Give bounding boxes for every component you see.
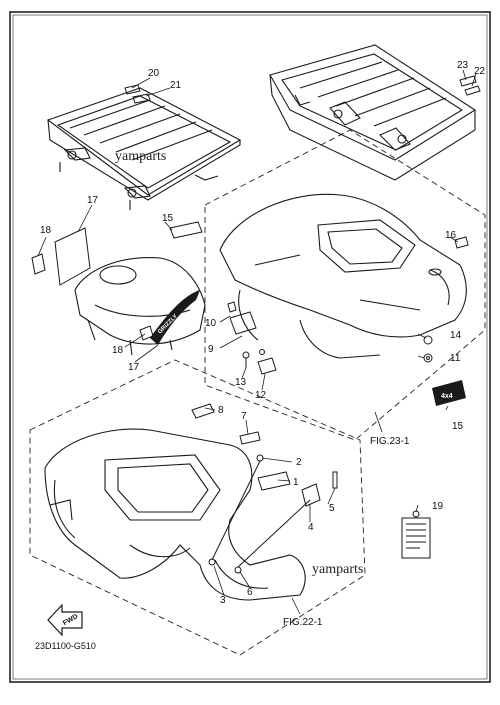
callout-10: 10 [205, 318, 217, 329]
figure-ref-23-1: FIG.23-1 [370, 436, 410, 447]
front-hardware [191, 403, 338, 574]
rear-carrier-rack [269, 44, 477, 181]
callout-12: 12 [255, 390, 267, 401]
callout-23: 23 [457, 60, 469, 71]
page-border [9, 11, 491, 683]
callout-7: 7 [241, 411, 247, 422]
callout-18-top: 18 [40, 225, 52, 236]
fwd-arrow: FWD [47, 603, 83, 637]
callout-11: 11 [450, 353, 461, 364]
callout-17-bottom: 17 [128, 362, 140, 373]
callout-3: 3 [220, 595, 226, 606]
drawing-code: 23D1100-G510 [35, 641, 96, 651]
callout-14: 14 [450, 330, 462, 341]
rear-fender-part [219, 193, 467, 359]
figure-ref-22-1: FIG.22-1 [283, 617, 323, 628]
rear-decals: 4x4 [169, 221, 469, 406]
front-fender-lower-part [44, 428, 306, 601]
callout-15-left: 15 [162, 213, 174, 224]
callout-2: 2 [296, 457, 302, 468]
warning-tag [401, 510, 431, 559]
grizzly-decal: GRIZZLY [150, 290, 200, 345]
callout-21: 21 [170, 80, 182, 91]
4x4-decal-text: 4x4 [441, 393, 453, 400]
page-border-inner [12, 14, 488, 680]
callout-17-top: 17 [87, 195, 99, 206]
leader-lines [37, 69, 477, 615]
callout-20: 20 [148, 68, 160, 79]
callout-16: 16 [445, 230, 457, 241]
callout-18-bottom: 18 [112, 345, 124, 356]
callout-22: 22 [474, 66, 486, 77]
watermark-bottom: yamparts [312, 562, 363, 577]
callout-15-right: 15 [452, 421, 464, 432]
callout-8: 8 [218, 405, 224, 416]
callout-1: 1 [293, 477, 299, 488]
callout-13: 13 [235, 377, 247, 388]
front-carrier-rack [46, 87, 242, 210]
fwd-label: FWD [62, 613, 79, 627]
rear-fender-group-box [204, 129, 486, 441]
callout-9: 9 [208, 344, 214, 355]
rack-decals [124, 75, 481, 104]
callout-numbers: 1 2 3 4 5 6 7 8 9 10 11 12 13 14 15 15 1… [40, 60, 486, 606]
rear-hardware [227, 301, 433, 375]
callout-6: 6 [247, 587, 253, 598]
callout-19: 19 [432, 501, 444, 512]
watermark-top: yamparts [115, 149, 166, 164]
front-fender-group-box [29, 359, 366, 656]
callout-5: 5 [329, 503, 335, 514]
callout-4: 4 [308, 522, 314, 533]
